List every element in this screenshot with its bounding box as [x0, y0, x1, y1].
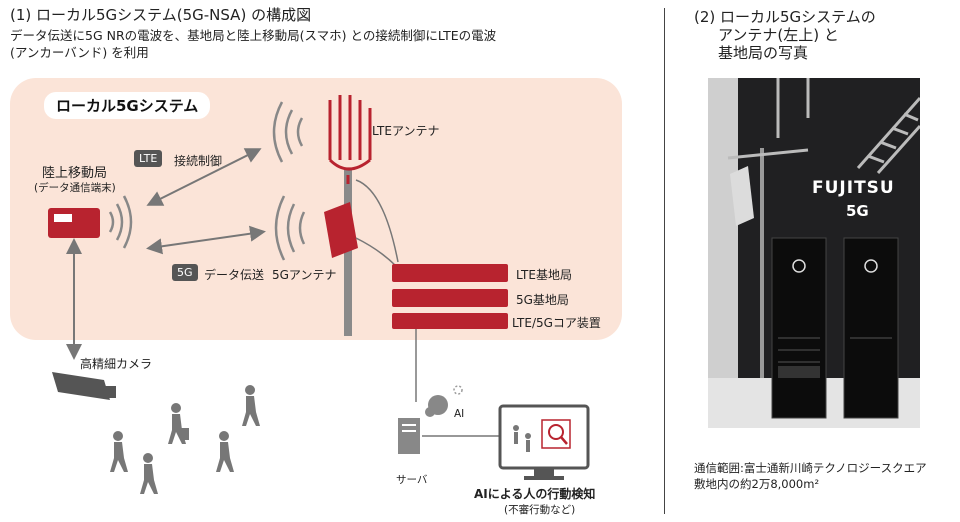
behavior-detection-sublabel: (不審行動など) — [504, 502, 575, 517]
connection-control-label: 接続制御 — [174, 152, 222, 169]
server-icon — [398, 418, 420, 454]
mobile-station-sublabel: (データ通信端末) — [34, 180, 116, 195]
behavior-detection-label: AIによる人の行動検知 — [474, 485, 595, 502]
fiveg-tag: 5G — [172, 264, 198, 281]
data-transmission-label: データ伝送 — [204, 266, 264, 283]
lte-radio-waves-icon — [274, 102, 302, 162]
fiveg-link-arrow — [150, 232, 262, 248]
mobile-station-label: 陸上移動局 — [42, 162, 107, 181]
base-station-photo: FUJITSU 5G — [708, 78, 920, 428]
lte-base-station-rack — [392, 264, 508, 282]
fiveg-radio-waves-icon — [276, 196, 304, 260]
fiveg-base-station-label: 5G基地局 — [516, 291, 569, 308]
photo-5g-text: 5G — [846, 202, 869, 220]
lte-antenna-label: LTEアンテナ — [372, 122, 439, 139]
camera-label: 高精細カメラ — [80, 355, 152, 372]
fiveg-antenna-label: 5Gアンテナ — [272, 266, 336, 283]
coverage-caption-line2: 敷地内の約2万8,000m² — [694, 476, 819, 492]
server-label: サーバ — [396, 472, 427, 487]
lte-base-station-label: LTE基地局 — [516, 266, 572, 283]
monitor-icon — [500, 406, 588, 480]
photo-brand-text: FUJITSU — [812, 178, 895, 198]
section-divider — [664, 8, 665, 514]
core-equipment-label: LTE/5Gコア装置 — [512, 314, 601, 331]
diagram-graphics — [0, 0, 660, 522]
coverage-caption-line1: 通信範囲:富士通新川崎テクノロジースクエア — [694, 460, 927, 476]
device-radio-waves-icon — [110, 196, 131, 248]
core-equipment-rack — [392, 313, 508, 329]
fiveg-antenna-icon — [324, 202, 358, 258]
ai-label: AI — [454, 408, 464, 420]
antenna-cables — [356, 180, 398, 266]
mobile-terminal-icon — [48, 208, 100, 238]
lte-tag: LTE — [134, 150, 162, 167]
photo-heading-line3: 基地局の写真 — [718, 42, 808, 63]
fiveg-base-station-rack — [392, 289, 508, 307]
camera-icon — [52, 372, 116, 400]
pedestrians-icon — [110, 385, 260, 494]
